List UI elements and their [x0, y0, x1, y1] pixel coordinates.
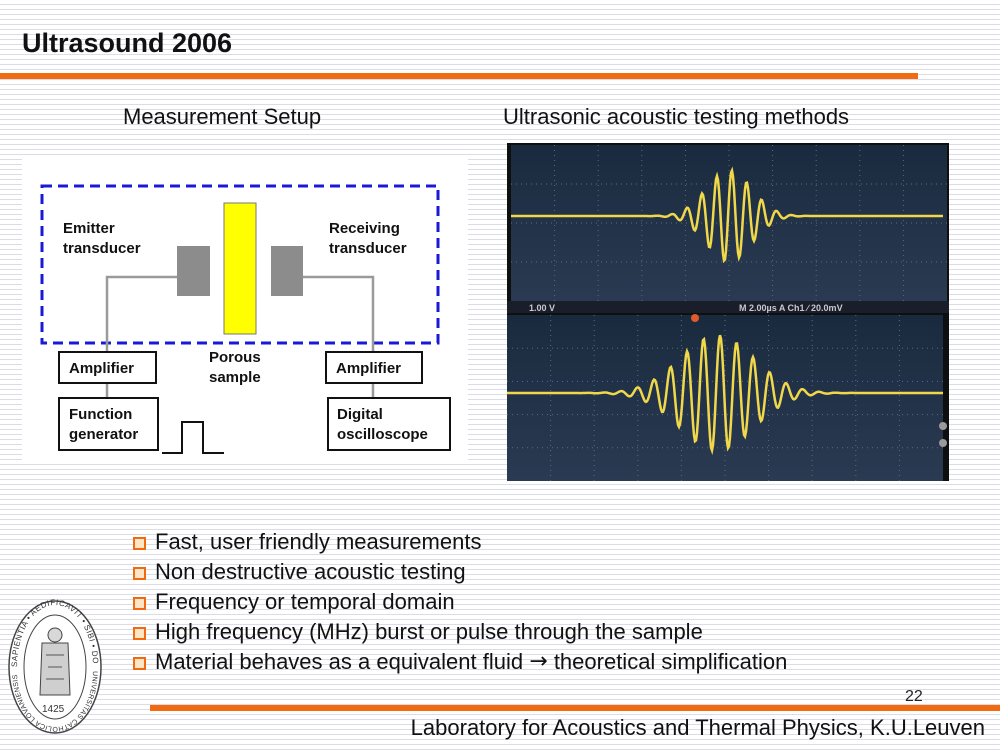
feature-list: Fast, user friendly measurements Non des… — [133, 527, 787, 677]
funcgen-label-2: generator — [69, 426, 138, 443]
checkbox-bullet-icon — [133, 656, 146, 670]
receiver-label-2: transducer — [329, 240, 407, 257]
measurement-setup-diagram: Emitter transducer Receiving transducer … — [22, 157, 468, 462]
list-item: Fast, user friendly measurements — [133, 527, 787, 557]
footer-bar — [150, 705, 1000, 711]
right-arrow-icon: → — [529, 649, 548, 674]
university-seal-logo: SAPIENTIA • AEDIFICAVIT • SIBI • DOMUM U… — [2, 590, 104, 735]
page-number: 22 — [905, 688, 923, 705]
slide-title: Ultrasound 2006 — [22, 28, 233, 58]
amplifier-right-label: Amplifier — [336, 360, 401, 377]
scope-label-2: oscilloscope — [337, 426, 428, 443]
scope-volts-readout: 1.00 V — [529, 303, 555, 313]
seal-year: 1425 — [42, 704, 65, 715]
top-waveform — [511, 166, 943, 264]
amplifier-right — [325, 351, 423, 384]
amplifier-left-label: Amplifier — [69, 360, 134, 377]
digital-oscilloscope — [327, 397, 451, 451]
list-item: High frequency (MHz) burst or pulse thro… — [133, 617, 787, 647]
receiver-label-1: Receiving — [329, 220, 400, 237]
checkbox-bullet-icon — [133, 596, 146, 610]
amplifier-left — [58, 351, 157, 384]
function-generator — [58, 397, 159, 451]
porous-sample — [223, 202, 257, 335]
list-item: Material behaves as a equivalent fluid →… — [133, 647, 787, 677]
list-item: Non destructive acoustic testing — [133, 557, 787, 587]
top-screen-grid — [511, 145, 947, 301]
scope-knob-2 — [939, 439, 947, 447]
emitter-label-2: transducer — [63, 240, 141, 257]
scope-timebase-readout: M 2.00µs A Ch1 ∕ 20.0mV — [739, 303, 843, 313]
receiver-wire — [303, 275, 375, 354]
sample-label-1: Porous — [209, 349, 261, 366]
scope-label-1: Digital — [337, 406, 383, 423]
bottom-waveform — [507, 334, 943, 456]
checkbox-bullet-icon — [133, 566, 146, 580]
sample-label-2: sample — [209, 369, 261, 386]
scope-knob-1 — [939, 422, 947, 430]
checkbox-bullet-icon — [133, 536, 146, 550]
footer-text: Laboratory for Acoustics and Thermal Phy… — [410, 715, 985, 740]
checkbox-bullet-icon — [133, 626, 146, 640]
emitter-wire — [105, 275, 177, 354]
measurement-setup-heading: Measurement Setup — [123, 104, 322, 129]
list-item: Frequency or temporal domain — [133, 587, 787, 617]
scope-status-strip — [507, 301, 949, 313]
oscilloscope-screens: 1.00 V M 2.00µs A Ch1 ∕ 20.0mV — [507, 143, 949, 481]
title-underline — [0, 73, 918, 79]
pulse-symbol — [162, 421, 224, 454]
funcgen-label-1: Function — [69, 406, 132, 423]
emitter-label-1: Emitter — [63, 220, 115, 237]
receiving-transducer — [271, 246, 303, 296]
emitter-transducer — [177, 246, 210, 296]
trigger-marker — [691, 314, 699, 322]
testing-methods-heading: Ultrasonic acoustic testing methods — [503, 104, 850, 129]
transducer-enclosure — [40, 184, 440, 345]
